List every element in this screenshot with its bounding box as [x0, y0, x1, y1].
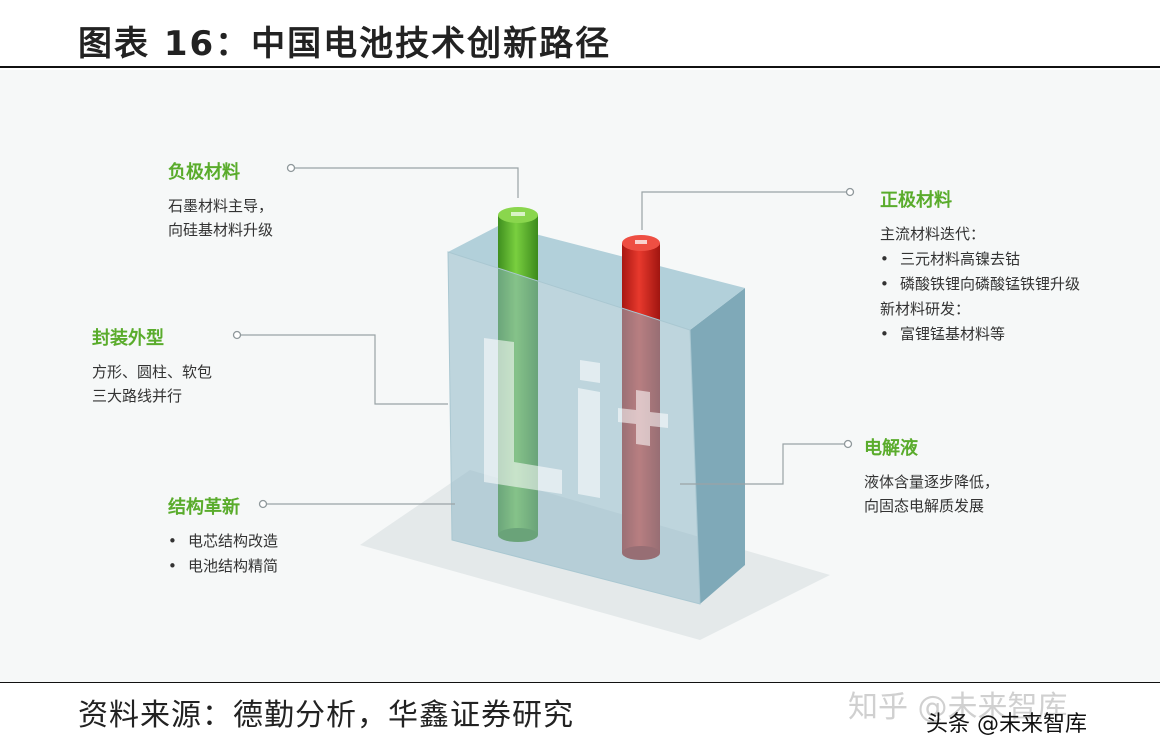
- packaging-heading: 封装外型: [92, 328, 164, 349]
- cathode-leader: [641, 191, 850, 230]
- electrolyte-line-2: 向固态电解质发展: [864, 497, 985, 515]
- title-rule: [0, 66, 1160, 68]
- cathode-bullet-1: 三元材料高镍去钴: [880, 247, 1080, 272]
- packaging-leader: [237, 334, 448, 405]
- anode-heading: 负极材料: [168, 162, 240, 183]
- cathode-terminal: [635, 240, 647, 244]
- anode-line-1: 石墨材料主导，: [168, 197, 274, 215]
- structure-heading: 结构革新: [168, 497, 240, 518]
- electrolyte-heading: 电解液: [864, 438, 918, 459]
- cathode-heading: 正极材料: [880, 190, 952, 211]
- packaging-line-2: 三大路线并行: [92, 387, 183, 405]
- anode-leader: [291, 167, 519, 198]
- packaging-line-1: 方形、圆柱、软包: [92, 363, 213, 381]
- cathode-bullet-2: 磷酸铁锂向磷酸锰铁锂升级: [880, 272, 1080, 297]
- structure-bullet-2: 电池结构精简: [168, 554, 278, 579]
- electrolyte-leader: [680, 443, 848, 485]
- toutiao-watermark: 头条 @未来智库: [926, 712, 1087, 737]
- cathode-callout: 正极材料 主流材料迭代： 三元材料高镍去钴 磷酸铁锂向磷酸锰铁锂升级 新材料研发…: [880, 186, 1080, 347]
- block-right-face: [690, 288, 745, 604]
- footer-rule: [0, 682, 1160, 683]
- electrolyte-line-1: 液体含量逐步降低，: [864, 473, 1000, 491]
- figure-title: 图表 16：中国电池技术创新路径: [78, 24, 612, 64]
- cathode-sub-1: 主流材料迭代：: [880, 225, 986, 243]
- li-plus-symbol: [484, 338, 668, 498]
- source-note: 资料来源：德勤分析，华鑫证券研究: [78, 698, 574, 733]
- electrolyte-callout: 电解液 液体含量逐步降低， 向固态电解质发展: [864, 434, 999, 518]
- leader-lines: [237, 167, 850, 505]
- anode-callout: 负极材料 石墨材料主导， 向硅基材料升级: [168, 158, 273, 242]
- anode-line-2: 向硅基材料升级: [168, 221, 274, 239]
- structure-callout: 结构革新 电芯结构改造 电池结构精简: [168, 493, 278, 579]
- packaging-callout: 封装外型 方形、圆柱、软包 三大路线并行: [92, 324, 212, 408]
- zhihu-watermark: 知乎 @未来智库: [848, 690, 1068, 725]
- leader-dots: [232, 163, 855, 509]
- cathode-sub-2: 新材料研发：: [880, 300, 971, 318]
- cathode-bullet-3: 富锂锰基材料等: [880, 322, 1080, 347]
- structure-bullet-1: 电芯结构改造: [168, 529, 278, 554]
- anode-terminal: [511, 212, 525, 216]
- block-front-face: [447, 251, 701, 605]
